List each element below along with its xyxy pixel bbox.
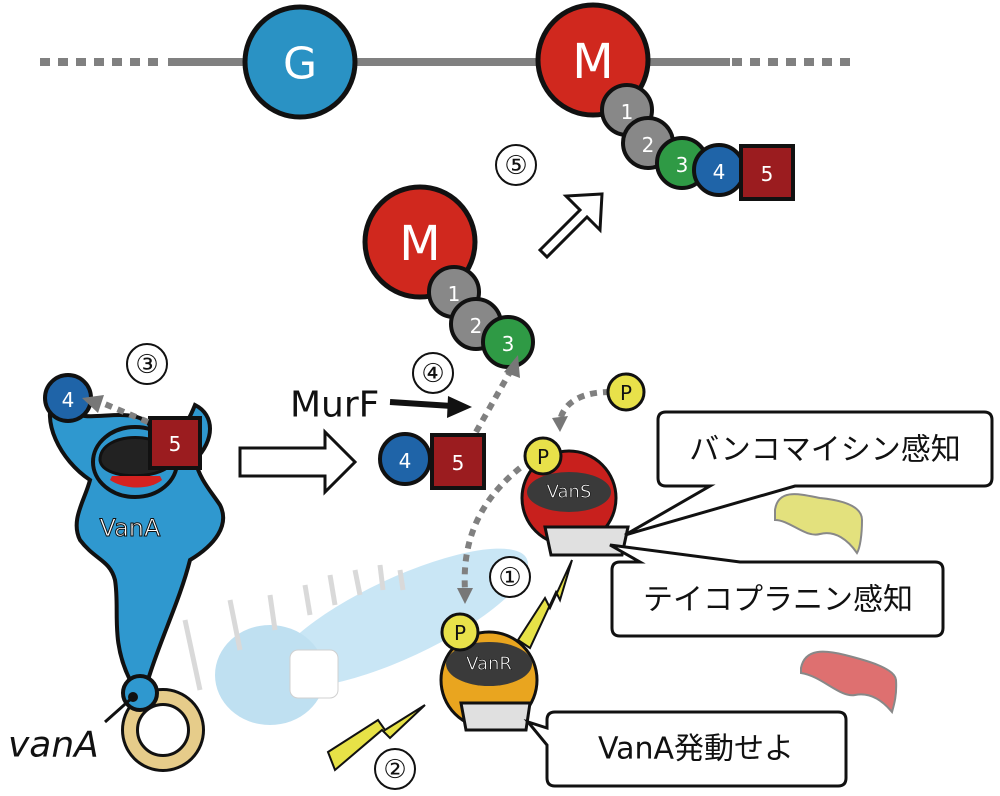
murf-arrow [389, 396, 472, 418]
phosphate-arrow-transfer-head [457, 588, 473, 604]
vanr-phosphate: P [440, 612, 480, 652]
svg-text:5: 5 [452, 451, 465, 475]
svg-text:①: ① [498, 563, 521, 593]
murf-label: MurF [290, 385, 379, 426]
glycan-g-label: G [283, 39, 317, 90]
residue-3: 3 [481, 315, 535, 369]
svg-text:4: 4 [399, 449, 412, 473]
vans-label: VanS [547, 482, 592, 503]
step-2: ② [374, 748, 416, 790]
svg-text:M: M [399, 216, 440, 272]
teicoplanin-molecule [800, 650, 898, 715]
svg-text:②: ② [383, 755, 406, 785]
peptide-top: 1 2 3 4 5 [600, 83, 795, 201]
svg-text:④: ④ [421, 359, 444, 389]
hollow-arrow-step5 [537, 192, 604, 260]
vana-ligation-arrowhead [82, 395, 104, 413]
vana-label: VanA [100, 514, 161, 542]
svg-text:P: P [620, 381, 632, 405]
dipeptide-residue-5: 5 [430, 433, 486, 490]
svg-text:2: 2 [642, 133, 655, 157]
dipeptide-residue-4: 4 [378, 432, 432, 486]
lightning-bolt-2 [326, 704, 426, 772]
step-1: ① [489, 556, 531, 598]
svg-text:1: 1 [448, 282, 461, 306]
svg-text:3: 3 [676, 153, 689, 177]
bubble-vancomycin: バンコマイシン感知 [624, 410, 994, 537]
step-5: ⑤ [495, 144, 537, 186]
residue-5: 5 [739, 144, 795, 201]
vana-held-residue-5: 5 [148, 416, 202, 470]
plasmid [104, 674, 205, 772]
svg-text:⑤: ⑤ [504, 151, 527, 181]
vans-phosphate: P [523, 436, 563, 476]
hollow-arrow-step3 [238, 428, 358, 496]
lightning-bolt-1 [516, 559, 573, 650]
dipeptide: 4 5 [378, 432, 486, 490]
svg-text:VanA発動せよ: VanA発動せよ [598, 732, 794, 767]
vana-ligation-arrow [98, 399, 150, 425]
step-3: ③ [126, 343, 168, 385]
ligation-arrow [473, 370, 513, 434]
bubble-activate: VanA発動せよ [523, 710, 848, 788]
svg-text:P: P [454, 621, 466, 645]
vanr-regulator: VanR [439, 630, 539, 732]
svg-text:5: 5 [761, 162, 774, 186]
peptide-mid: 1 2 3 [427, 265, 535, 369]
svg-text:バンコマイシン感知: バンコマイシン感知 [689, 433, 961, 468]
svg-text:テイコプラニン感知: テイコプラニン感知 [643, 583, 913, 618]
vancomycin-molecule [774, 493, 864, 555]
phosphate-arrow-transfer [461, 465, 522, 591]
glycan-g: G [242, 4, 358, 120]
vanr-label: VanR [466, 654, 512, 675]
svg-text:P: P [537, 445, 549, 469]
glycan-m-label: M [572, 34, 613, 90]
ligation-arrowhead [504, 355, 520, 378]
phosphate-arrow-in [557, 389, 611, 421]
svg-text:4: 4 [62, 388, 75, 412]
residue-4: 4 [692, 143, 746, 197]
svg-text:4: 4 [713, 160, 726, 184]
free-phosphate: P [606, 372, 646, 412]
svg-text:2: 2 [470, 314, 483, 338]
step-4: ④ [412, 352, 454, 394]
bubble-teicoplanin: テイコプラニン感知 [609, 543, 945, 638]
phosphate-arrow-in-head [552, 416, 568, 432]
svg-text:5: 5 [169, 432, 182, 456]
vana-gene-label: vanA [8, 725, 99, 766]
svg-text:③: ③ [135, 350, 158, 380]
svg-text:3: 3 [502, 332, 515, 356]
svg-text:1: 1 [621, 100, 634, 124]
